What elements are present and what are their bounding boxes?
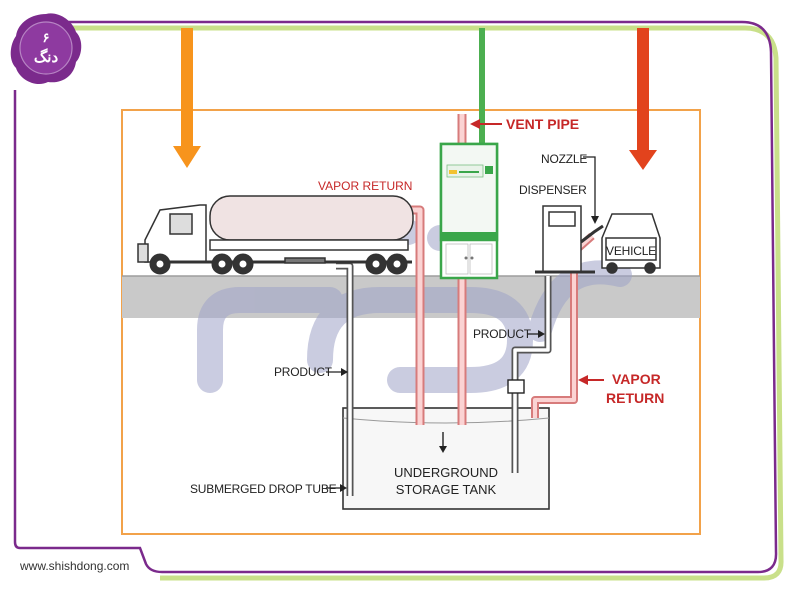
nozzle-pointer <box>583 156 596 220</box>
product-left-arrow <box>326 368 348 376</box>
vapor-return-right-label-line2: RETURN <box>606 390 664 406</box>
truck-wheels <box>149 253 408 275</box>
dispenser-unit <box>535 205 595 274</box>
red-arrow <box>629 28 657 170</box>
frame-green-band <box>50 25 784 581</box>
nozzle-label: NOZZLE <box>541 152 587 166</box>
dispenser-label: DISPENSER <box>519 183 587 197</box>
website-link[interactable]: www.shishdong.com <box>19 559 129 573</box>
vent-pipe-label-arrow <box>470 119 502 129</box>
vent-pipe-label: VENT PIPE <box>506 116 579 132</box>
vapor-return-right-arrow <box>578 375 604 385</box>
product-right-label: PRODUCT <box>473 327 532 341</box>
tank-down-arrow <box>439 432 447 453</box>
product-left-label: PRODUCT <box>274 365 333 379</box>
vehicle <box>601 213 661 274</box>
logo-text: دنگ <box>34 48 59 66</box>
orange-arrow <box>173 28 201 168</box>
vehicle-label: VEHICLE <box>606 244 656 258</box>
vapor-return-right-label-line1: VAPOR <box>612 371 661 387</box>
green-arrow <box>479 28 485 168</box>
vapor-return-top-label: VAPOR RETURN <box>318 179 412 193</box>
nozzle-pointer-head <box>591 216 599 224</box>
logo-digit: ۶ <box>43 30 50 45</box>
tank-label-line1: UNDERGROUND <box>394 465 498 480</box>
frame-purple-border <box>13 20 778 574</box>
tanker-truck <box>137 195 414 264</box>
tank-label-line2: STORAGE TANK <box>396 482 497 497</box>
submerged-drop-tube-label: SUBMERGED DROP TUBE <box>190 482 337 496</box>
submersible-pump <box>507 379 525 394</box>
tanker-cylinder <box>209 195 414 241</box>
nozzle-hose <box>580 224 604 244</box>
vapor-recovery-unit <box>439 142 499 280</box>
product-right-arrow <box>527 330 545 338</box>
submerged-drop-tube-arrow <box>326 484 347 492</box>
boundary-box <box>121 109 701 535</box>
logo-seal: ۶ دنگ <box>10 13 82 85</box>
